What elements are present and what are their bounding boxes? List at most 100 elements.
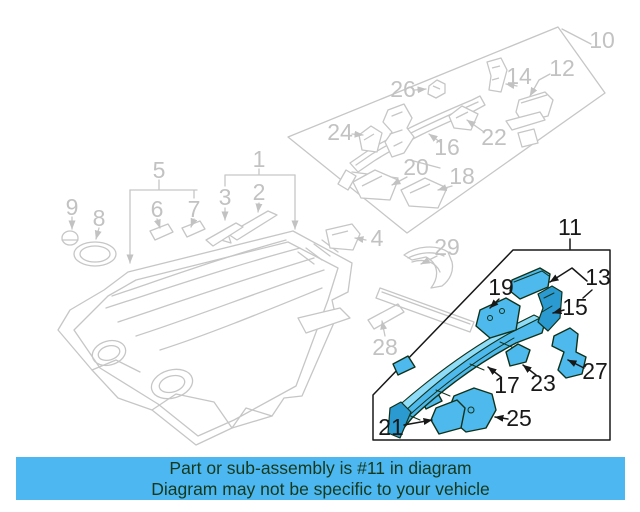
callout-27: 27 — [582, 358, 608, 384]
floor-pan-hatch — [297, 239, 339, 265]
wheel-well-2 — [150, 368, 194, 400]
upper-rail-lower-flange — [337, 169, 357, 191]
callout-7: 7 — [188, 196, 201, 222]
callout-2: 2 — [253, 179, 266, 205]
leader-27-arrow — [567, 359, 585, 369]
leader-8-arrow — [94, 227, 102, 240]
rail-piece-right — [505, 111, 546, 148]
callout-4: 4 — [371, 225, 384, 251]
callout-6: 6 — [151, 196, 164, 222]
bracket-15 — [537, 285, 563, 332]
leader-10-line — [561, 28, 592, 45]
callout-5: 5 — [153, 157, 166, 183]
ring-8-outer — [73, 241, 117, 267]
leader-13-arrow — [549, 267, 588, 283]
leader-13-fork — [582, 289, 593, 299]
bracket-25-hole — [467, 406, 475, 414]
rail-28 — [367, 287, 475, 333]
caption-line-1: Part or sub-assembly is #11 in diagram — [169, 458, 472, 478]
callout-8: 8 — [93, 205, 106, 231]
callout-18: 18 — [449, 163, 475, 189]
callout-21: 21 — [378, 414, 404, 440]
callout-29: 29 — [434, 234, 460, 260]
callout-20: 20 — [403, 154, 429, 180]
leader-25-arrow — [494, 414, 509, 422]
leader-24-arrow — [351, 130, 364, 138]
gray-callouts: 1 2 3 4 5 6 7 8 9 10 12 14 16 18 20 22 2… — [66, 27, 615, 360]
callout-24: 24 — [327, 119, 353, 145]
upper-rail-assembly — [337, 57, 554, 209]
bracket-15-detail — [541, 292, 555, 313]
strip-3 — [205, 222, 244, 247]
floor-pan-bottom-detail — [91, 359, 273, 429]
floor-pan-outline — [57, 230, 353, 446]
rail-detail-lines — [401, 337, 515, 423]
box-12 — [515, 91, 554, 123]
callout-9: 9 — [66, 194, 79, 220]
leader-7-arrow — [190, 217, 198, 228]
floor-pan-ribs — [105, 239, 325, 351]
bracket-4 — [325, 223, 361, 251]
callout-26: 26 — [390, 76, 416, 102]
bracket-27 — [551, 327, 587, 379]
callout-25: 25 — [506, 405, 532, 431]
wheel-well-1-inner — [97, 344, 121, 362]
leader-18-arrow — [437, 184, 453, 192]
plate-19-hole-1 — [487, 315, 493, 321]
callout-19: 19 — [488, 274, 514, 300]
bracket-24 — [358, 125, 383, 153]
box-13-edge — [513, 270, 550, 283]
plate-19 — [475, 297, 521, 339]
bracket-14 — [486, 57, 508, 93]
plate-19-hole-2 — [499, 308, 505, 314]
leader-29-arrow — [420, 255, 438, 265]
floor-pan-inner-edge — [73, 241, 339, 437]
wheel-well-1 — [91, 339, 127, 367]
rail-28-inner — [381, 291, 471, 325]
ring-8-inner — [79, 245, 111, 263]
leader-5-bracket — [129, 179, 198, 199]
rail-top-flange — [395, 314, 541, 415]
leader-19-arrow — [489, 298, 500, 309]
leader-21-arrow — [403, 418, 433, 426]
callout-1: 1 — [253, 146, 266, 172]
wheel-well-2-inner — [158, 374, 186, 394]
callout-28: 28 — [372, 334, 398, 360]
callout-3: 3 — [219, 184, 232, 210]
caption-banner: Part or sub-assembly is #11 in diagram D… — [16, 457, 625, 500]
leader-16-arrow — [428, 133, 441, 143]
leader-2-arrow — [255, 202, 263, 213]
box-13 — [509, 267, 551, 300]
callout-10: 10 — [589, 27, 615, 53]
callout-23: 23 — [530, 370, 556, 396]
leader-15-arrow — [552, 307, 565, 315]
bracket-7 — [181, 220, 206, 238]
grommet-9 — [61, 230, 79, 246]
callout-22: 22 — [481, 124, 507, 150]
highlighted-assembly — [387, 267, 587, 439]
bracket-20 — [352, 169, 399, 201]
box-10-outline — [287, 26, 606, 234]
leader-12-arrow — [529, 73, 551, 97]
callout-12: 12 — [549, 55, 575, 81]
callout-16: 16 — [434, 134, 460, 160]
floor-pan-drawing — [57, 230, 353, 446]
leader-20-arrow — [391, 176, 408, 186]
leader-23-arrow — [522, 364, 537, 376]
callout-13: 13 — [585, 264, 611, 290]
leader-14-arrow — [505, 82, 518, 89]
leader-17-arrow — [487, 366, 502, 378]
bracket-23 — [505, 343, 531, 367]
black-callouts: 11 13 15 17 19 21 23 25 27 — [378, 214, 611, 440]
subassembly-box-10 — [287, 26, 606, 234]
caption-line-2: Diagram may not be specific to your vehi… — [151, 479, 490, 499]
callout-15: 15 — [562, 294, 588, 320]
leader-22-arrow — [466, 119, 485, 133]
clip-26 — [427, 79, 446, 99]
tower-bracket-detail — [389, 111, 403, 147]
callout-17: 17 — [494, 372, 520, 398]
bracket-18 — [400, 177, 448, 209]
sill-piece — [297, 307, 351, 334]
